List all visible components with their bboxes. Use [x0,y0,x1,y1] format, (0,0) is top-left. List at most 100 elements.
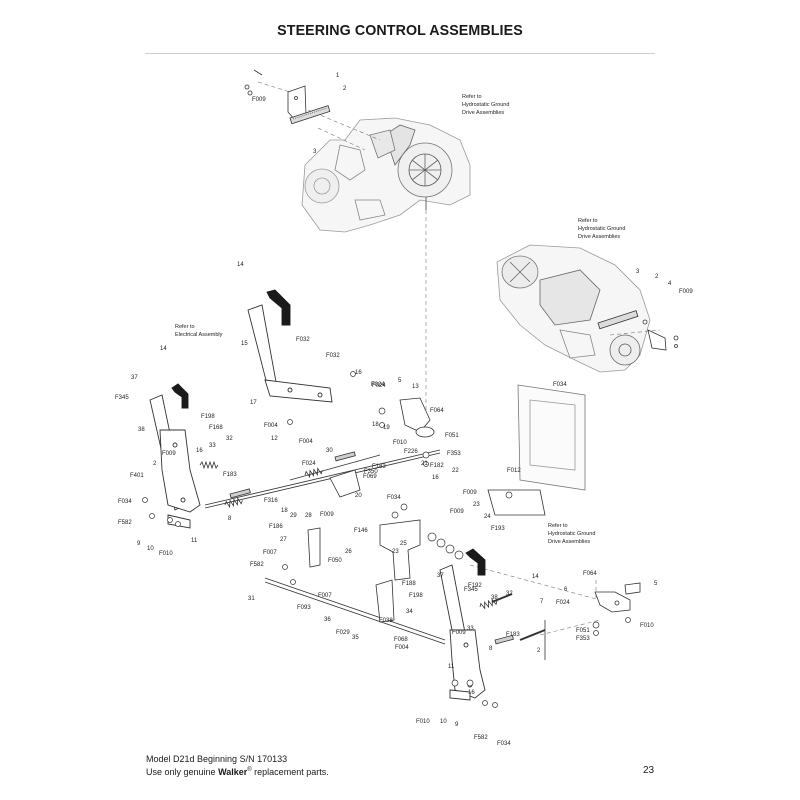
svg-text:Drive Assemblies: Drive Assemblies [578,234,620,240]
part-label: 31 [248,596,255,602]
part-label: 11 [191,538,198,544]
center-pivot-assembly [307,384,586,623]
part-label: 8 [228,516,232,522]
part-label: 4 [668,281,672,287]
part-label: F050 [328,558,342,564]
part-label: 9 [455,722,459,728]
part-label: F146 [354,528,368,534]
steering-rods [204,449,546,660]
part-label: 24 [484,514,491,520]
part-label: 32 [506,591,513,597]
part-label: 38 [491,595,498,601]
refer-note-top: Refer to Hydrostatic Ground Drive Assemb… [462,94,509,116]
part-label: F182 [430,463,444,469]
upper-steering-lever [247,289,333,403]
part-label: 33 [467,626,474,632]
left-steering-lever [149,383,201,529]
refer-note-bottom: Refer to Hydrostatic Ground Drive Assemb… [548,523,595,545]
part-label: 2 [343,86,347,92]
part-label: 2 [537,648,541,654]
part-label: 7 [540,599,544,605]
part-label: 27 [280,537,287,543]
part-label: F004 [264,423,278,429]
part-label: 37 [131,375,138,381]
part-label: F582 [118,520,132,526]
part-label: 2 [655,274,659,280]
part-label: F007 [318,593,332,599]
part-label: F350 [364,469,378,475]
part-label: F316 [264,498,278,504]
part-label: F012 [507,468,521,474]
refer-note-right: Refer to Hydrostatic Ground Drive Assemb… [578,218,625,240]
part-label: 16 [432,475,439,481]
part-label: 28 [305,513,312,519]
part-label: F168 [209,425,223,431]
part-label: F064 [430,408,444,414]
part-label: 9 [137,541,141,547]
part-label: F007 [263,550,277,556]
refer-note-electrical: Refer to Electrical Assembly [175,324,223,338]
part-label: F582 [250,562,264,568]
part-label: F034 [497,741,511,747]
part-label: F401 [130,473,144,479]
part-label: 3 [313,149,317,155]
part-label: F353 [576,636,590,642]
part-label: 16 [196,448,203,454]
part-label: F024 [372,383,386,389]
part-label: 14 [237,262,244,268]
svg-text:Hydrostatic Ground: Hydrostatic Ground [578,226,625,232]
part-label: F582 [474,735,488,741]
leader-lines [257,81,661,636]
part-label: F009 [450,509,464,515]
washers-spacers [142,371,631,708]
right-steering-lever [439,548,486,701]
part-label: 23 [473,502,480,508]
part-label: F032 [296,337,310,343]
svg-text:Refer to: Refer to [548,523,568,529]
part-label: F183 [506,632,520,638]
part-label: 14 [160,346,167,352]
part-label: 26 [345,549,352,555]
svg-text:Drive Assemblies: Drive Assemblies [462,110,504,116]
part-label: F009 [463,490,477,496]
part-label: F188 [402,581,416,587]
part-label: F345 [115,395,129,401]
part-label: 29 [290,513,297,519]
part-label: 14 [532,574,539,580]
svg-text:Hydrostatic Ground: Hydrostatic Ground [462,102,509,108]
part-label: F009 [252,97,266,103]
part-label: 17 [250,400,257,406]
part-label: 12 [271,436,278,442]
part-label: F183 [223,472,237,478]
top-bracket-assembly [244,69,331,125]
part-label: F009 [679,289,693,295]
part-label: 33 [209,443,216,449]
part-label: F038 [379,618,393,624]
part-label: 30 [326,448,333,454]
part-label: 10 [440,719,447,725]
springs [199,460,498,610]
part-label: F024 [371,382,385,388]
part-label: 6 [564,587,568,593]
part-label: 2 [153,461,157,467]
part-label: F226 [404,449,418,455]
part-label: F034 [553,382,567,388]
part-label: F186 [269,524,283,530]
part-label: 10 [147,546,154,552]
part-label: 38 [138,427,145,433]
parts-note: Use only genuine Walker® replacement par… [146,767,329,777]
part-label: 18 [281,508,288,514]
part-label: 19 [383,425,390,431]
part-label: 18 [372,422,379,428]
part-label: 22 [452,468,459,474]
part-label: 21 [421,461,428,467]
svg-text:Electrical Assembly: Electrical Assembly [175,332,223,338]
part-label: 15 [241,341,248,347]
part-label: 5 [398,378,402,384]
part-label: F024 [302,461,316,467]
svg-text:Refer to: Refer to [462,94,482,100]
part-label: 11 [448,664,455,670]
part-label: F064 [583,571,597,577]
part-label: F093 [297,605,311,611]
part-label: 37 [437,573,444,579]
